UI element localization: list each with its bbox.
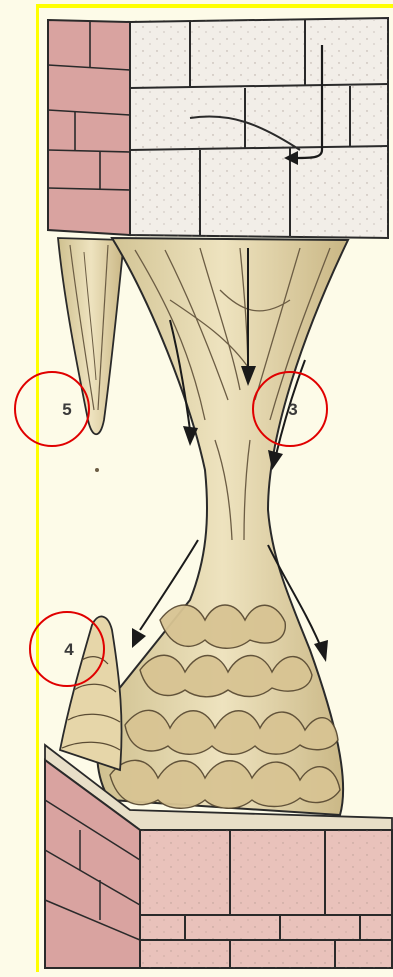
stalactite-label: 5: [62, 400, 71, 419]
stalagmite-label: 4: [64, 640, 74, 659]
column-label: 3: [288, 400, 297, 419]
column-formation: [97, 238, 348, 815]
ceiling-rock-block: [48, 18, 388, 238]
label-marker-5: 5: [15, 372, 89, 446]
frame-top-edge: [36, 4, 393, 8]
stalactite: [58, 238, 124, 472]
frame-left-edge: [36, 6, 39, 972]
